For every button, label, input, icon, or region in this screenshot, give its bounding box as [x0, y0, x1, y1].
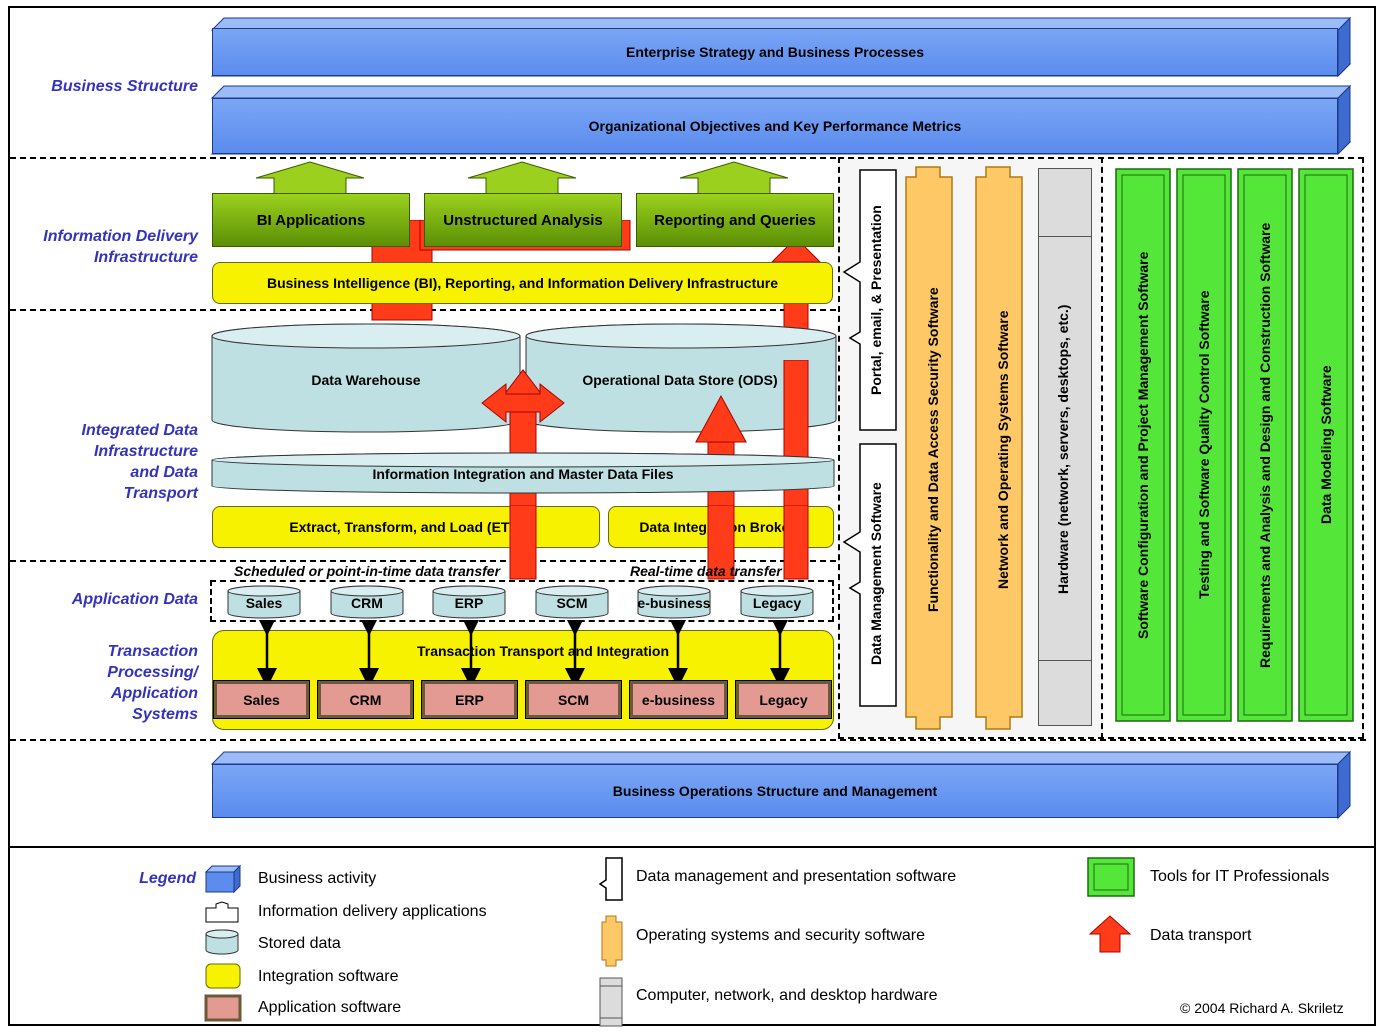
portal-label: Portal, email, & Presentation [868, 205, 884, 395]
app-data-cylinders [227, 585, 814, 619]
label-line: Systems [132, 706, 198, 723]
data-mgmt-presentation-shapes [842, 169, 897, 707]
enterprise-strategy-slab: Enterprise Strategy and Business Process… [212, 28, 1338, 76]
tool-data-modeling: Data Modeling Software [1318, 365, 1334, 525]
legend-icons-middle [598, 857, 623, 1027]
app-system-erp: ERP [421, 680, 518, 719]
tool-requirements-design: Requirements and Analysis and Design and… [1257, 222, 1273, 668]
transaction-double-arrows [257, 620, 790, 684]
copyright: © 2004 Richard A. Skriletz [1180, 1000, 1344, 1016]
label-line: Information Delivery [43, 228, 198, 245]
security-software-label: Functionality and Data Access Security S… [925, 287, 941, 613]
legend-data-transport: Data transport [1150, 927, 1252, 944]
bi-infrastructure-box: Business Intelligence (BI), Reporting, a… [212, 262, 833, 304]
data-warehouse-label: Data Warehouse [311, 372, 421, 388]
app-system-legacy: Legacy [735, 680, 832, 719]
label-line: Infrastructure [93, 249, 198, 266]
app-data-scm: SCM [556, 595, 588, 611]
label-line: Transport [123, 485, 198, 502]
data-store-cylinders [211, 323, 837, 433]
tools-shapes [1115, 168, 1354, 722]
hardware-label: Hardware (network, servers, desktops, et… [1055, 304, 1071, 594]
app-system-sales: Sales [213, 680, 310, 719]
separator [10, 157, 836, 159]
hardware-shape [1038, 168, 1092, 726]
master-data-label: Information Integration and Master Data … [372, 466, 674, 482]
app-data-ebusiness: e-business [637, 595, 711, 611]
legend-tools-it: Tools for IT Professionals [1150, 868, 1330, 885]
label-line: Transaction [107, 643, 198, 660]
os-security-shapes [905, 166, 1023, 730]
label-transaction: Transaction Processing/ Application Syst… [20, 641, 198, 725]
label-information-delivery: Information Delivery Infrastructure [20, 226, 198, 268]
legend-info-delivery: Information delivery applications [258, 903, 487, 920]
legend-os-security: Operating systems and security software [636, 927, 926, 944]
separator [10, 739, 1366, 741]
data-management-label: Data Management Software [868, 482, 884, 666]
legend-title: Legend [139, 870, 196, 887]
separator [1101, 157, 1103, 739]
label-line: Processing/ [107, 664, 198, 681]
business-operations-slab: Business Operations Structure and Manage… [212, 764, 1338, 818]
network-os-label: Network and Operating Systems Software [995, 310, 1011, 590]
label-business-structure: Business Structure [51, 78, 198, 95]
separator [10, 560, 836, 562]
legend-icons-right [1087, 857, 1135, 953]
legend-data-mgmt-presentation: Data management and presentation softwar… [636, 868, 957, 885]
app-system-scm: SCM [525, 680, 622, 719]
app-data-erp: ERP [454, 595, 484, 611]
unstructured-analysis-box: Unstructured Analysis [424, 193, 622, 247]
label-integrated-data: Integrated Data Infrastructure and Data … [20, 420, 198, 504]
hardware-divider [1038, 236, 1092, 237]
hardware-divider [1038, 660, 1092, 661]
app-data-crm: CRM [351, 595, 383, 611]
label-application-data: Application Data [71, 591, 198, 608]
label-line: Integrated Data [81, 422, 198, 439]
app-data-legacy: Legacy [752, 595, 802, 611]
tool-config-mgmt: Software Configuration and Project Manag… [1135, 251, 1151, 639]
ods-label: Operational Data Store (ODS) [582, 372, 778, 388]
diagram-frame [8, 6, 1376, 1026]
label-line: Application [110, 685, 198, 702]
master-data-cylinder [211, 452, 835, 494]
scheduled-transfer-label: Scheduled or point-in-time data transfer [234, 563, 501, 579]
tool-testing-qc: Testing and Software Quality Control Sof… [1196, 290, 1212, 600]
legend-hardware: Computer, network, and desktop hardware [636, 987, 938, 1004]
label-line: and Data [130, 464, 198, 481]
organizational-objectives-slab: Organizational Objectives and Key Perfor… [212, 98, 1338, 154]
application-data-box [210, 580, 834, 622]
legend-business-activity: Business activity [258, 870, 377, 887]
legend-divider [8, 846, 1376, 848]
reporting-queries-box: Reporting and Queries [636, 193, 834, 247]
transport-arrow-stems [509, 505, 809, 580]
realtime-transfer-label: Real-time data transfer [630, 563, 782, 579]
app-system-ebusiness: e-business [629, 680, 728, 719]
label-line: Infrastructure [93, 443, 198, 460]
legend-application-software: Application software [258, 999, 402, 1016]
business-ops-slab-3d [210, 750, 1352, 820]
legend-icons-left [204, 864, 242, 1022]
bi-applications-box: BI Applications [212, 193, 410, 247]
legend-integration-software: Integration software [258, 968, 399, 985]
delivery-up-arrows [255, 161, 789, 195]
app-system-crm: CRM [317, 680, 414, 719]
app-data-sales: Sales [245, 595, 283, 611]
legend-stored-data: Stored data [258, 935, 341, 952]
